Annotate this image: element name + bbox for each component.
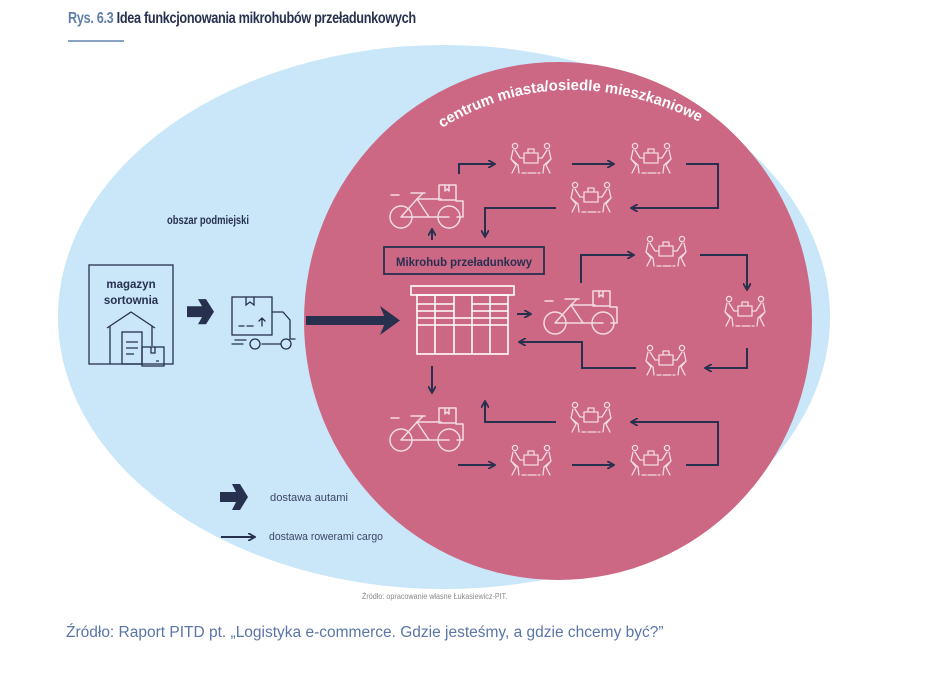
- city-zone: [304, 62, 812, 580]
- bike-route-middle: [517, 255, 747, 368]
- bike-route-top: [432, 164, 719, 240]
- microhub-label-box: [383, 246, 545, 275]
- warehouse-node: magazyn sortownia: [88, 264, 174, 367]
- car-delivery-arrow-1: [187, 299, 214, 325]
- figure-title: Rys. 6.3 Idea funkcjonowania mikrohubów …: [68, 10, 416, 28]
- legend-bike-label: dostawa rowerami cargo: [269, 531, 383, 543]
- bike-route-bottom: [432, 366, 719, 465]
- legend-thick-arrow-icon: [220, 484, 248, 510]
- delivery-truck-icon: [231, 296, 296, 350]
- legend: dostawa autami dostawa rowerami cargo: [220, 484, 383, 543]
- figure-number: Rys. 6.3: [68, 10, 114, 27]
- source-caption: Źródło: Raport PITD pt. „Logistyka e-com…: [66, 624, 664, 641]
- warehouse-label-line1: magazyn: [106, 279, 155, 291]
- figure-source: Źródło: opracowanie własne Łukasiewicz-P…: [362, 592, 508, 601]
- microhub-label: Mikrohub przeładunkowy: [396, 255, 532, 269]
- legend-car-label: dostawa autami: [270, 492, 348, 504]
- figure-title-text: Idea funkcjonowania mikrohubów przeładun…: [116, 10, 417, 27]
- warehouse-icon: [106, 311, 165, 367]
- parcel-locker-icon: [410, 285, 515, 355]
- title-underline: [68, 40, 124, 42]
- car-delivery-arrow-2: [306, 306, 400, 335]
- suburban-zone-label: obszar podmiejski: [167, 215, 249, 227]
- warehouse-label-line2: sortownia: [104, 295, 159, 307]
